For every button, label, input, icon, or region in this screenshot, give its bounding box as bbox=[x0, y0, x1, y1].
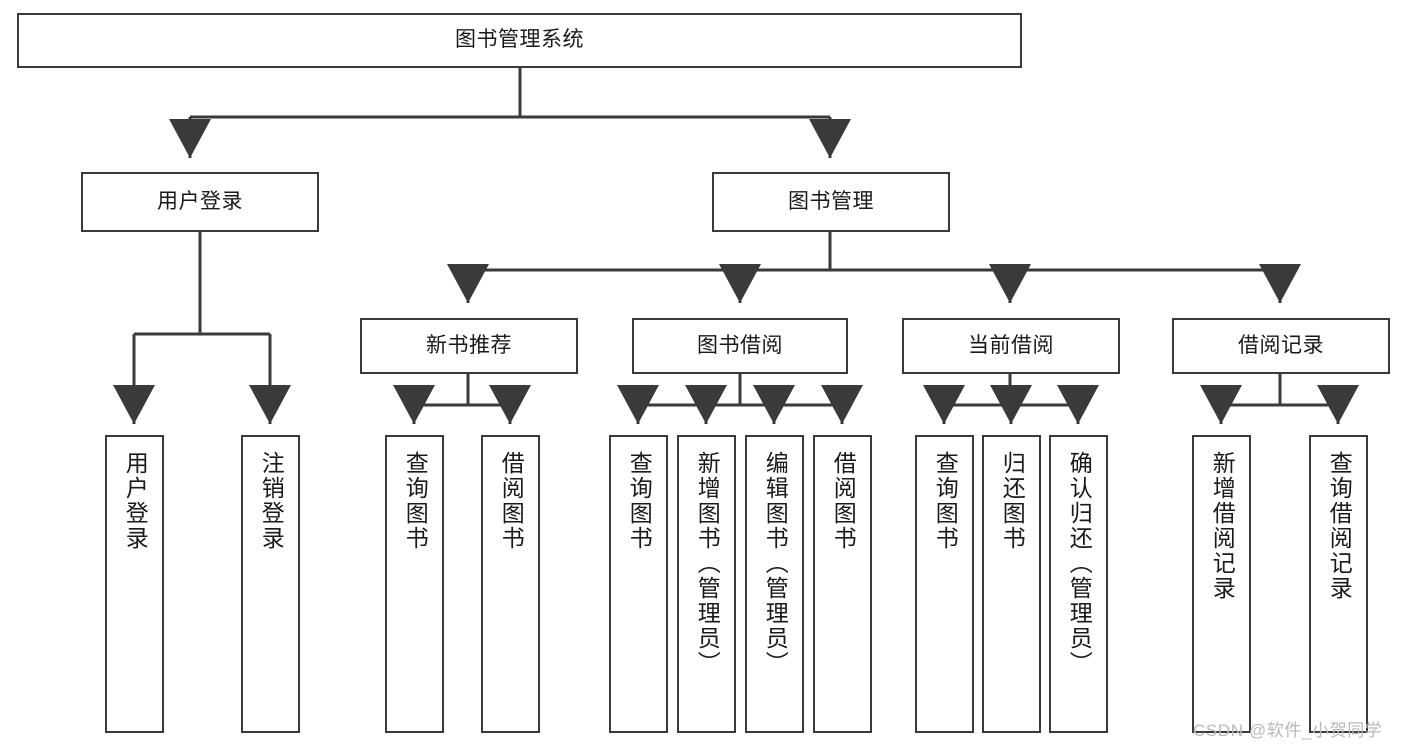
node-leaf-logout-label: 注销登录 bbox=[258, 451, 285, 551]
node-leaf-query-record-label: 查询借阅记录 bbox=[1326, 451, 1353, 601]
node-current-borrow-label: 当前借阅 bbox=[968, 333, 1054, 357]
node-leaf-add-book-label: 新增图书（管理员） bbox=[694, 451, 721, 676]
node-new-book-recommend[interactable]: 新书推荐 bbox=[360, 318, 578, 374]
node-leaf-query-book-b[interactable]: 查询图书 bbox=[609, 435, 668, 733]
node-current-borrow[interactable]: 当前借阅 bbox=[902, 318, 1120, 374]
node-book-manage[interactable]: 图书管理 bbox=[712, 172, 950, 232]
node-borrow-record-label: 借阅记录 bbox=[1238, 333, 1324, 357]
node-leaf-borrow-book-b[interactable]: 借阅图书 bbox=[813, 435, 872, 733]
node-leaf-add-record[interactable]: 新增借阅记录 bbox=[1192, 435, 1251, 733]
node-leaf-confirm-return[interactable]: 确认归还（管理员） bbox=[1049, 435, 1108, 733]
node-book-borrow[interactable]: 图书借阅 bbox=[632, 318, 848, 374]
node-leaf-return-book-label: 归还图书 bbox=[999, 451, 1026, 551]
node-leaf-user-login-label: 用户登录 bbox=[122, 451, 149, 551]
node-leaf-logout[interactable]: 注销登录 bbox=[241, 435, 300, 733]
node-leaf-query-book-a-label: 查询图书 bbox=[402, 451, 429, 551]
node-book-manage-label: 图书管理 bbox=[788, 189, 874, 213]
node-leaf-borrow-book-b-label: 借阅图书 bbox=[830, 451, 857, 551]
node-leaf-confirm-return-label: 确认归还（管理员） bbox=[1066, 451, 1093, 676]
node-root-label: 图书管理系统 bbox=[455, 28, 584, 52]
node-leaf-add-book[interactable]: 新增图书（管理员） bbox=[677, 435, 736, 733]
node-leaf-query-record[interactable]: 查询借阅记录 bbox=[1309, 435, 1368, 733]
node-leaf-edit-book-label: 编辑图书（管理员） bbox=[762, 451, 789, 676]
node-leaf-add-record-label: 新增借阅记录 bbox=[1209, 451, 1236, 601]
node-leaf-query-book-c[interactable]: 查询图书 bbox=[915, 435, 974, 733]
node-borrow-record[interactable]: 借阅记录 bbox=[1172, 318, 1390, 374]
node-leaf-borrow-book-a[interactable]: 借阅图书 bbox=[481, 435, 540, 733]
node-leaf-query-book-b-label: 查询图书 bbox=[626, 451, 653, 551]
node-user-login-label: 用户登录 bbox=[157, 189, 243, 213]
node-root[interactable]: 图书管理系统 bbox=[17, 13, 1022, 68]
node-new-book-recommend-label: 新书推荐 bbox=[426, 333, 512, 357]
node-user-login[interactable]: 用户登录 bbox=[81, 172, 319, 232]
node-leaf-query-book-a[interactable]: 查询图书 bbox=[385, 435, 444, 733]
node-leaf-edit-book[interactable]: 编辑图书（管理员） bbox=[745, 435, 804, 733]
node-leaf-return-book[interactable]: 归还图书 bbox=[982, 435, 1041, 733]
node-leaf-borrow-book-a-label: 借阅图书 bbox=[498, 451, 525, 551]
node-leaf-user-login[interactable]: 用户登录 bbox=[105, 435, 164, 733]
node-leaf-query-book-c-label: 查询图书 bbox=[932, 451, 959, 551]
csdn-watermark: CSDN @软件_小贺同学 bbox=[1193, 721, 1383, 740]
node-book-borrow-label: 图书借阅 bbox=[697, 333, 783, 357]
